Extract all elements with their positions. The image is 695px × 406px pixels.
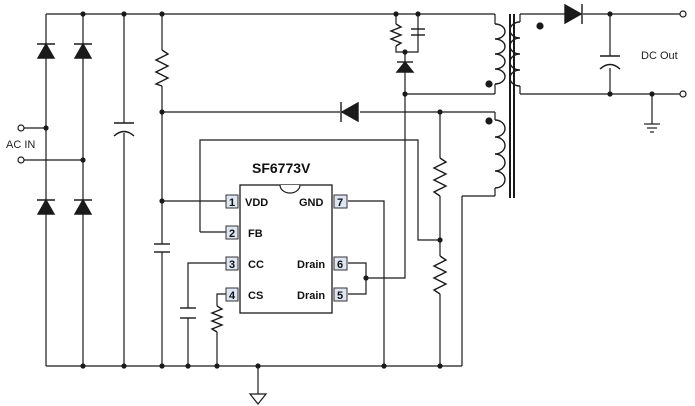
resistors bbox=[154, 23, 448, 333]
cc-capacitor bbox=[180, 307, 196, 319]
snubber-resistor bbox=[389, 23, 403, 47]
capacitors bbox=[113, 28, 621, 319]
bridge-rectifier bbox=[36, 42, 93, 215]
svg-text:7: 7 bbox=[337, 197, 343, 209]
svg-text:2: 2 bbox=[229, 228, 235, 240]
aux-rectifier-diode bbox=[340, 101, 359, 123]
output-rectifier-diode bbox=[564, 3, 583, 25]
aux-winding bbox=[494, 119, 506, 189]
bridge-diode-1 bbox=[36, 42, 56, 59]
fb-lower-resistor bbox=[432, 255, 448, 295]
ic-notch bbox=[279, 184, 301, 194]
primary-ground-icon bbox=[248, 393, 268, 405]
terminals bbox=[17, 10, 687, 164]
svg-text:3: 3 bbox=[229, 259, 235, 271]
ic-pin-5: 5 Drain bbox=[297, 287, 348, 302]
other-diodes bbox=[340, 3, 583, 123]
fb-upper-resistor bbox=[432, 157, 448, 197]
bridge-diode-2 bbox=[73, 42, 93, 59]
svg-text:5: 5 bbox=[337, 290, 343, 302]
svg-text:FB: FB bbox=[248, 228, 263, 240]
ac-in-terminal-top bbox=[17, 124, 25, 132]
primary-winding bbox=[494, 23, 506, 85]
secondary-winding bbox=[509, 21, 521, 87]
bulk-capacitor bbox=[113, 122, 135, 137]
snubber-diode bbox=[395, 60, 415, 73]
svg-text:CS: CS bbox=[248, 290, 263, 302]
svg-text:4: 4 bbox=[229, 290, 236, 302]
startup-resistor bbox=[154, 49, 170, 87]
ac-in-terminal-bottom bbox=[17, 156, 25, 164]
svg-text:Drain: Drain bbox=[297, 290, 325, 302]
ic-pin-1: 1 VDD bbox=[225, 194, 268, 209]
snubber-capacitor bbox=[411, 28, 425, 36]
ic-body bbox=[239, 184, 333, 314]
ac-in-label: AC IN bbox=[6, 139, 35, 151]
ic-pin-7: 7 GND bbox=[299, 194, 348, 209]
ic-pin-2: 2 FB bbox=[225, 225, 263, 240]
bridge-diode-4 bbox=[73, 198, 93, 215]
junction-dots bbox=[43, 11, 655, 369]
wires bbox=[24, 13, 680, 394]
dc-out-terminal-negative bbox=[679, 90, 687, 98]
dc-out-label: DC Out bbox=[641, 50, 678, 62]
svg-text:6: 6 bbox=[337, 259, 343, 271]
secondary-ground-icon bbox=[644, 123, 660, 133]
transformer bbox=[494, 14, 521, 198]
ic-part-number: SF6773V bbox=[252, 160, 311, 176]
vdd-capacitor bbox=[154, 243, 170, 253]
svg-text:VDD: VDD bbox=[245, 197, 268, 209]
svg-text:CC: CC bbox=[248, 259, 264, 271]
controller-ic: SF6773V 1 VDD 2 FB 3 CC 4 CS 7 GND bbox=[225, 160, 348, 314]
output-capacitor bbox=[599, 55, 621, 70]
ic-pin-3: 3 CC bbox=[225, 256, 264, 271]
svg-text:GND: GND bbox=[299, 197, 324, 209]
ic-pin-4: 4 CS bbox=[225, 287, 263, 302]
svg-text:1: 1 bbox=[229, 197, 235, 209]
bridge-diode-3 bbox=[36, 198, 56, 215]
cs-resistor bbox=[210, 305, 224, 333]
ic-pin-6: 6 Drain bbox=[297, 256, 348, 271]
dc-out-terminal-positive bbox=[679, 10, 687, 18]
ground-symbols bbox=[248, 123, 660, 405]
svg-text:Drain: Drain bbox=[297, 259, 325, 271]
polarity-dots bbox=[485, 22, 544, 125]
